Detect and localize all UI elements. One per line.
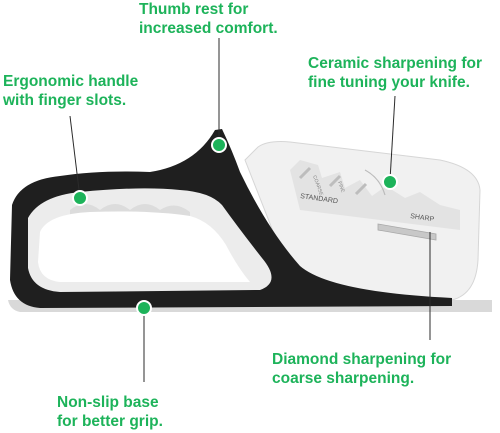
callout-diamond-line1: Diamond sharpening for: [272, 351, 452, 368]
metal-guide: [377, 223, 437, 241]
label-fine: FINE: [336, 181, 346, 194]
callout-thumb-rest: Thumb rest for increased comfort.: [139, 0, 278, 38]
leader-handle: [69, 115, 81, 199]
marker-ceramic: [382, 174, 398, 190]
callout-thumb-rest-line1: Thumb rest for: [139, 1, 249, 18]
callout-base: Non-slip base for better grip.: [57, 393, 163, 431]
marker-thumb-rest: [211, 137, 227, 153]
callout-base-line2: for better grip.: [57, 413, 163, 430]
callout-handle-line2: with finger slots.: [3, 92, 127, 109]
sharpening-slots: [290, 160, 460, 230]
label-sharp: SHARP: [410, 213, 435, 223]
leader-ceramic: [389, 95, 396, 181]
callout-handle-line1: Ergonomic handle: [3, 73, 139, 90]
callout-ceramic-line2: fine tuning your knife.: [308, 74, 470, 91]
callout-thumb-rest-line2: increased comfort.: [139, 20, 278, 37]
callout-diamond-line2: coarse sharpening.: [272, 370, 415, 387]
callout-handle: Ergonomic handle with finger slots.: [3, 72, 138, 110]
callout-ceramic: Ceramic sharpening for fine tuning your …: [308, 54, 482, 92]
callout-diamond: Diamond sharpening for coarse sharpening…: [272, 350, 451, 388]
callout-ceramic-line1: Ceramic sharpening for: [308, 55, 482, 72]
handle-cutout: [38, 211, 250, 282]
callout-base-line1: Non-slip base: [57, 394, 159, 411]
marker-handle: [72, 190, 88, 206]
marker-base: [136, 300, 152, 316]
